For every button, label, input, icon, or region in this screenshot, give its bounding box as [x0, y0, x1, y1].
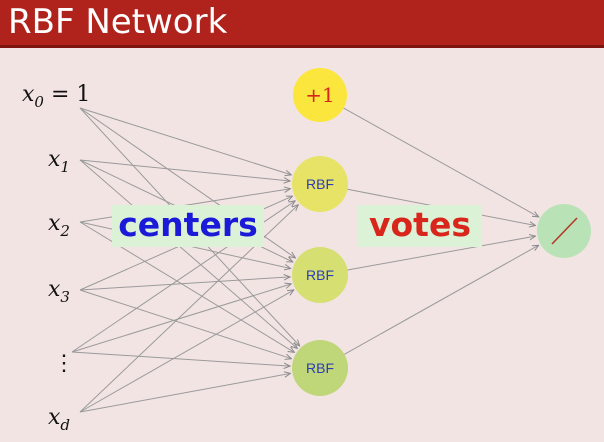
edge-input-4-to-rbf-3 [71, 351, 290, 366]
bias-node: +1 [293, 68, 347, 122]
edge-input-3-to-rbf-3 [79, 289, 292, 359]
rbf-node-circle [292, 340, 348, 396]
edge-input-4-to-rbf-2 [71, 284, 291, 353]
slide-title: RBF Network [0, 0, 604, 45]
edge-input-3-to-rbf-2 [79, 277, 290, 291]
edge-node-3-to-output [344, 245, 538, 355]
edge-input-5-to-rbf-3 [79, 373, 291, 413]
centers-annotation: centers [112, 205, 264, 247]
input-label-x0: x0 = 1 [22, 82, 90, 111]
bias-node-circle [293, 68, 347, 122]
bias-node-label: +1 [305, 83, 334, 107]
input-label-x2: x2 [48, 211, 70, 240]
input-labels: x0 = 1 x1 x2 x3 ⋮ xd [22, 82, 90, 434]
edge-node-0-to-output [343, 107, 539, 217]
rbf-node-circle [292, 156, 348, 212]
rbf-node-label: RBF [306, 360, 334, 376]
input-label-xd: xd [48, 405, 70, 434]
edge-input-1-to-rbf-1 [79, 159, 290, 181]
input-label-x1: x1 [48, 147, 70, 176]
diagonal-line-icon [551, 217, 578, 245]
hidden-node-3: RBF [292, 340, 348, 396]
input-label-ellipsis: ⋮ [53, 351, 75, 376]
votes-annotation: votes [358, 205, 482, 247]
input-to-hidden-edges [71, 107, 300, 413]
title-underline [0, 45, 604, 48]
hidden-node-1: RBF [292, 156, 348, 212]
edge-node-2-to-output [347, 236, 536, 271]
rbf-node-circle [292, 247, 348, 303]
edge-input-5-to-rbf-2 [79, 290, 294, 413]
edge-input-1-to-rbf-3 [79, 159, 297, 348]
input-label-x3: x3 [48, 277, 70, 306]
rbf-node-label: RBF [306, 176, 334, 192]
output-node [537, 204, 591, 258]
hidden-node-2: RBF [292, 247, 348, 303]
edge-input-0-to-rbf-1 [79, 107, 291, 175]
rbf-node-label: RBF [306, 267, 334, 283]
